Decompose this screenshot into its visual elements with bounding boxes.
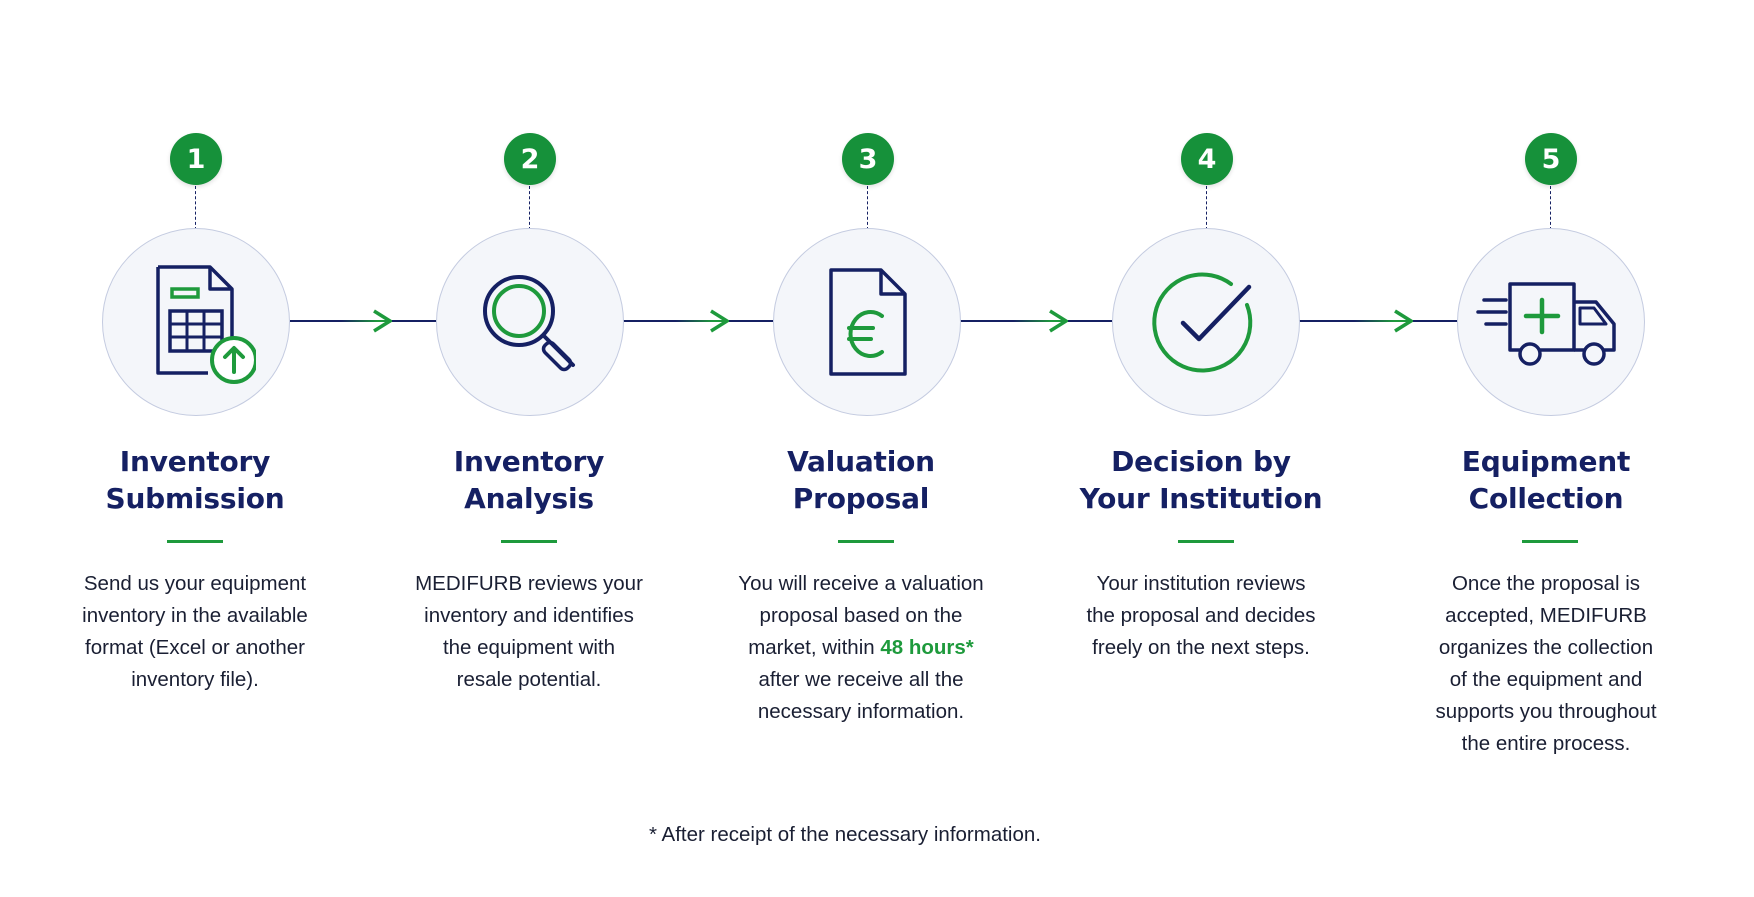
connector-1-2: [290, 309, 436, 333]
title-underline: [1178, 540, 1234, 543]
dashed-connector: [1550, 186, 1551, 230]
dashed-connector: [867, 186, 868, 230]
step-number-badge: 2: [504, 133, 556, 185]
title-underline: [167, 540, 223, 543]
step-number-badge: 5: [1525, 133, 1577, 185]
step-icon-circle: [102, 228, 290, 416]
arrow-icon: [1394, 309, 1415, 333]
title-underline: [501, 540, 557, 543]
step-title: Valuation Proposal: [787, 445, 935, 515]
dashed-connector: [529, 186, 530, 230]
arrow-icon: [1049, 309, 1070, 333]
magnifier-icon: [483, 275, 575, 372]
step-description: Once the proposal is accepted, MEDIFURB …: [1435, 572, 1657, 755]
step-description: You will receive a valuation proposal ba…: [738, 572, 984, 723]
medical-truck-icon: [1476, 282, 1616, 366]
arrow-icon: [710, 309, 731, 333]
title-underline: [1522, 540, 1578, 543]
footnote: * After receipt of the necessary informa…: [649, 823, 1041, 846]
step-title: Inventory Submission: [105, 445, 285, 515]
spreadsheet-upload-icon: [156, 265, 256, 384]
step-description: Send us your equipment inventory in the …: [82, 572, 308, 691]
step-icon-circle: [1457, 228, 1645, 416]
step-number-badge: 1: [170, 133, 222, 185]
step-icon-circle: [1112, 228, 1300, 416]
step-title: Decision by Your Institution: [1079, 445, 1323, 515]
step-number-badge: 4: [1181, 133, 1233, 185]
step-title: Equipment Collection: [1461, 445, 1631, 515]
arrow-icon: [373, 309, 394, 333]
step-icon-circle: [773, 228, 961, 416]
connector-2-3: [623, 309, 773, 333]
connector-3-4: [960, 309, 1112, 333]
euro-document-icon: [829, 268, 907, 376]
title-underline: [838, 540, 894, 543]
step-description: Your institution reviews the proposal an…: [1086, 572, 1316, 659]
dashed-connector: [1206, 186, 1207, 230]
highlight-48-hours: 48 hours*: [880, 636, 974, 659]
dashed-connector: [195, 186, 196, 230]
step-number-badge: 3: [842, 133, 894, 185]
step-title: Inventory Analysis: [453, 445, 605, 515]
checkmark-circle-icon: [1152, 272, 1253, 373]
step-description: MEDIFURB reviews your inventory and iden…: [415, 572, 643, 691]
step-icon-circle: [436, 228, 624, 416]
connector-4-5: [1299, 309, 1457, 333]
